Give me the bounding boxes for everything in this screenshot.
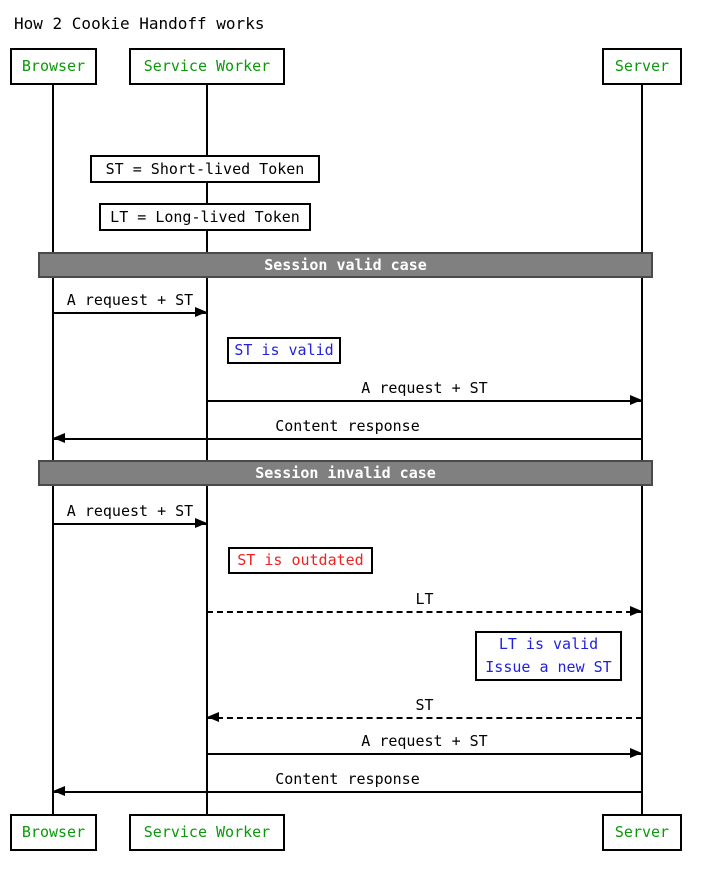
actor-bottom-server: Server (602, 814, 682, 851)
arrowhead-left-icon (53, 433, 65, 443)
message-label: A request + ST (361, 732, 488, 750)
message-line (207, 611, 642, 613)
actor-bottom-service-worker: Service Worker (129, 814, 285, 851)
message-line (207, 400, 642, 402)
message-line (53, 791, 642, 793)
state-note-st-valid: ST is valid (227, 337, 341, 364)
message-label: ST (415, 696, 434, 714)
note-long-lived-token: LT = Long-lived Token (99, 203, 311, 231)
state-note-st-outdated: ST is outdated (228, 547, 373, 574)
state-note-lt-valid: LT is valid Issue a new ST (475, 631, 622, 681)
message-line (53, 312, 207, 314)
state-note-line-1: LT is valid (498, 635, 599, 653)
message-label: Content response (275, 770, 420, 788)
actor-bottom-browser: Browser (10, 814, 97, 851)
actor-top-server: Server (602, 48, 682, 85)
arrowhead-right-icon (195, 518, 207, 528)
diagram-title: How 2 Cookie Handoff works (14, 14, 265, 33)
message-label: Content response (275, 417, 420, 435)
actor-top-service-worker: Service Worker (129, 48, 285, 85)
lifeline-browser (52, 84, 54, 815)
message-line (207, 753, 642, 755)
message-line (207, 717, 642, 719)
message-label: A request + ST (361, 379, 488, 397)
arrowhead-right-icon (630, 748, 642, 758)
message-line (53, 523, 207, 525)
state-note-line-2: Issue a new ST (485, 658, 612, 676)
arrowhead-right-icon (630, 395, 642, 405)
message-label: A request + ST (66, 502, 194, 520)
lifeline-server (641, 84, 643, 815)
arrowhead-left-icon (207, 712, 219, 722)
arrowhead-left-icon (53, 786, 65, 796)
actor-top-browser: Browser (10, 48, 97, 85)
message-label: LT (415, 590, 434, 608)
section-bar-session-invalid: Session invalid case (38, 460, 653, 486)
message-line (53, 438, 642, 440)
lifeline-service-worker (206, 84, 208, 815)
arrowhead-right-icon (195, 307, 207, 317)
section-bar-session-valid: Session valid case (38, 252, 653, 278)
arrowhead-right-icon (630, 606, 642, 616)
message-label: A request + ST (66, 291, 194, 309)
note-short-lived-token: ST = Short-lived Token (90, 155, 320, 183)
